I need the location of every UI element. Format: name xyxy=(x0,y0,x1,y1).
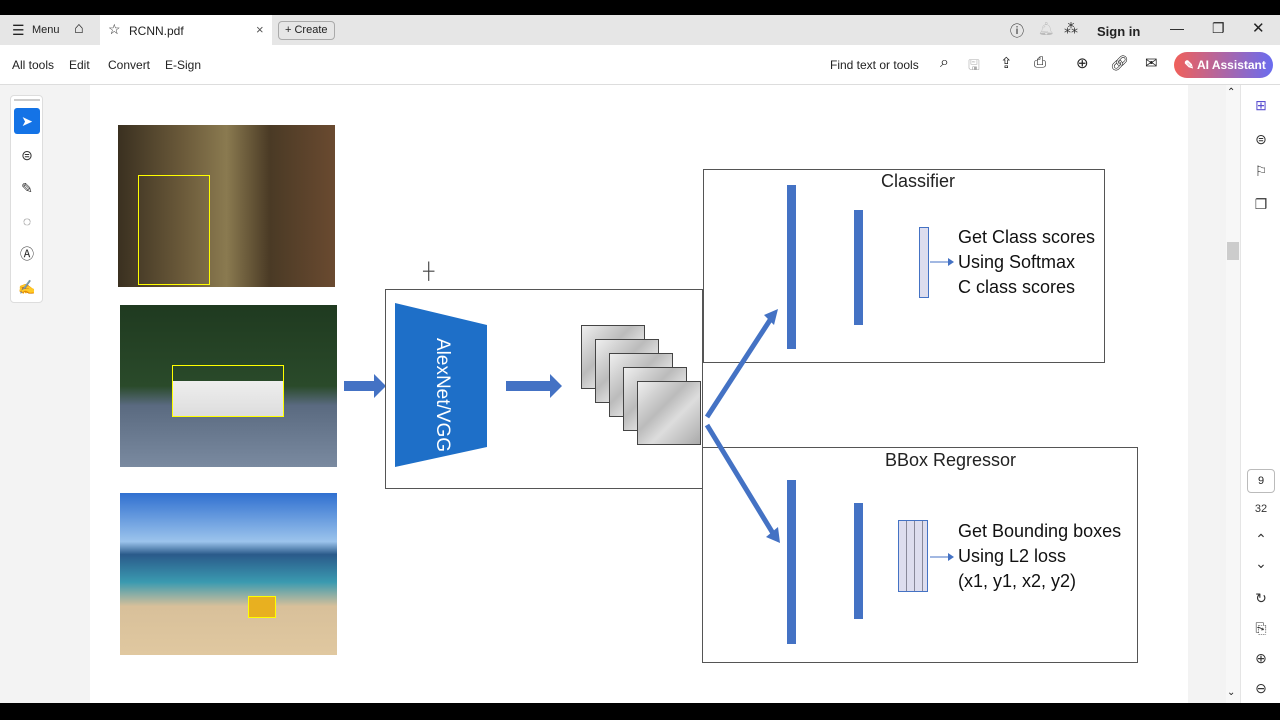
zoom-out-icon[interactable]: ⊖ xyxy=(1255,680,1267,696)
crosshair-cursor: ┼ xyxy=(423,263,435,280)
ai-label: AI Assistant xyxy=(1196,58,1266,72)
all-tools[interactable]: All tools xyxy=(12,58,55,72)
create-label: Create xyxy=(294,24,328,36)
apps-icon[interactable]: ⁂ xyxy=(1064,20,1078,36)
ai-panel-icon[interactable]: ⊞ xyxy=(1255,97,1267,113)
bbox-kayak xyxy=(248,596,276,618)
link-icon[interactable]: 🔗︎ xyxy=(1110,55,1130,72)
tab-title: RCNN.pdf xyxy=(129,24,184,38)
left-tool-panel: ➤ ⊜ ✎ ◌ Ⓐ ✍ xyxy=(10,95,43,303)
ai-icon: ✎ xyxy=(1184,58,1197,72)
close-window-button[interactable]: ✕ xyxy=(1252,20,1265,37)
photo-bicycle xyxy=(118,125,335,287)
lasso-tool-icon[interactable]: ◌ xyxy=(22,213,32,229)
classifier-title: Classifier xyxy=(881,171,956,191)
mail-icon[interactable]: ✉ xyxy=(1145,55,1158,72)
bell-icon[interactable]: 🔔︎ xyxy=(1038,21,1055,36)
fc-layer xyxy=(787,185,796,349)
share-user-icon[interactable]: ⊕ xyxy=(1076,55,1089,72)
arrow-icon xyxy=(930,258,954,266)
menu-icon[interactable]: ☰ xyxy=(12,22,25,38)
page-total: 32 xyxy=(1254,503,1268,515)
feature-map xyxy=(637,381,701,445)
tab-bar: ☰ Menu ⌂ ☆ RCNN.pdf × + Create ⓘ 🔔︎ ⁂ Si… xyxy=(0,15,1280,45)
classifier-box xyxy=(703,169,1105,363)
comment-tool-icon[interactable]: ⊜ xyxy=(21,146,33,163)
edit[interactable]: Edit xyxy=(69,58,90,72)
star-icon[interactable]: ☆ xyxy=(108,21,121,37)
save-icon[interactable]: 🖫 xyxy=(968,57,980,73)
pen-tool-icon[interactable]: ✎ xyxy=(21,179,33,196)
next-page-icon[interactable]: ⌄ xyxy=(1255,555,1267,571)
print-icon[interactable]: ⎙ xyxy=(1034,54,1047,71)
select-tool-icon[interactable]: ➤ xyxy=(14,108,40,134)
bookmarks-icon[interactable]: ⚐ xyxy=(1254,163,1268,179)
convert[interactable]: Convert xyxy=(108,58,151,72)
menu-button[interactable]: Menu xyxy=(32,24,60,36)
help-icon[interactable]: ⓘ xyxy=(1010,23,1024,39)
score-vector xyxy=(919,227,929,298)
fc-layer xyxy=(854,210,863,325)
photo-beach xyxy=(120,493,337,655)
arrow-icon xyxy=(344,374,386,398)
bbox-bicycle xyxy=(138,175,210,285)
right-panel: ⊞ ⊜ ⚐ ❐ 9 32 ⌃ ⌄ ↻ ⎘ ⊕ ⊖ xyxy=(1240,85,1280,703)
ai-assistant-button[interactable]: ✎ AI Assistant xyxy=(1174,52,1273,78)
restore-button[interactable]: ❐ xyxy=(1212,20,1225,36)
bbox-vector xyxy=(898,520,928,592)
zoom-in-icon[interactable]: ⊕ xyxy=(1255,650,1267,666)
rotate-icon[interactable]: ↻ xyxy=(1255,590,1267,606)
arrow-icon xyxy=(930,553,954,561)
network-label: AlexNet/VGG xyxy=(432,338,453,453)
prev-page-icon[interactable]: ⌃ xyxy=(1255,531,1267,547)
find-text[interactable]: Find text or tools xyxy=(830,58,919,72)
toolbar: All tools Edit Convert E-Sign Find text … xyxy=(0,45,1280,85)
fc-layer xyxy=(854,503,863,619)
cnn-trapezoid xyxy=(395,303,487,467)
pages-icon[interactable]: ❐ xyxy=(1254,196,1268,212)
scroll-down-icon[interactable]: ⌄ xyxy=(1227,687,1236,698)
close-tab-icon[interactable]: × xyxy=(256,22,264,37)
sign-tool-icon[interactable]: ✍ xyxy=(18,278,36,295)
scroll-up-icon[interactable]: ⌃ xyxy=(1227,87,1236,98)
comments-icon[interactable]: ⊜ xyxy=(1255,131,1267,147)
home-icon[interactable]: ⌂ xyxy=(74,20,84,37)
branch-arrows xyxy=(704,309,780,543)
scrollbar[interactable]: ⌃ ⌄ xyxy=(1226,85,1240,703)
photo-boat xyxy=(120,305,337,467)
fc-layer xyxy=(787,480,796,644)
search-icon[interactable]: ⌕ xyxy=(940,54,949,71)
page-fit-icon[interactable]: ⎘ xyxy=(1255,620,1267,636)
scroll-thumb[interactable] xyxy=(1227,242,1239,260)
arrow-icon xyxy=(506,374,562,398)
page-number-input[interactable]: 9 xyxy=(1247,469,1275,493)
text-select-icon[interactable]: Ⓐ xyxy=(20,246,34,262)
bbox-boat xyxy=(172,365,284,417)
tab-rcnn[interactable]: ☆ RCNN.pdf × xyxy=(100,15,272,45)
panel-grip[interactable] xyxy=(14,99,40,101)
create-button[interactable]: + Create xyxy=(278,21,335,40)
sign-in-button[interactable]: Sign in xyxy=(1097,24,1141,39)
upload-icon[interactable]: ⇪ xyxy=(1000,55,1013,72)
e-sign[interactable]: E-Sign xyxy=(165,58,202,72)
minimize-button[interactable]: — xyxy=(1170,20,1184,36)
bbox-title: BBox Regressor xyxy=(885,450,1017,470)
plus-icon: + xyxy=(285,24,295,36)
